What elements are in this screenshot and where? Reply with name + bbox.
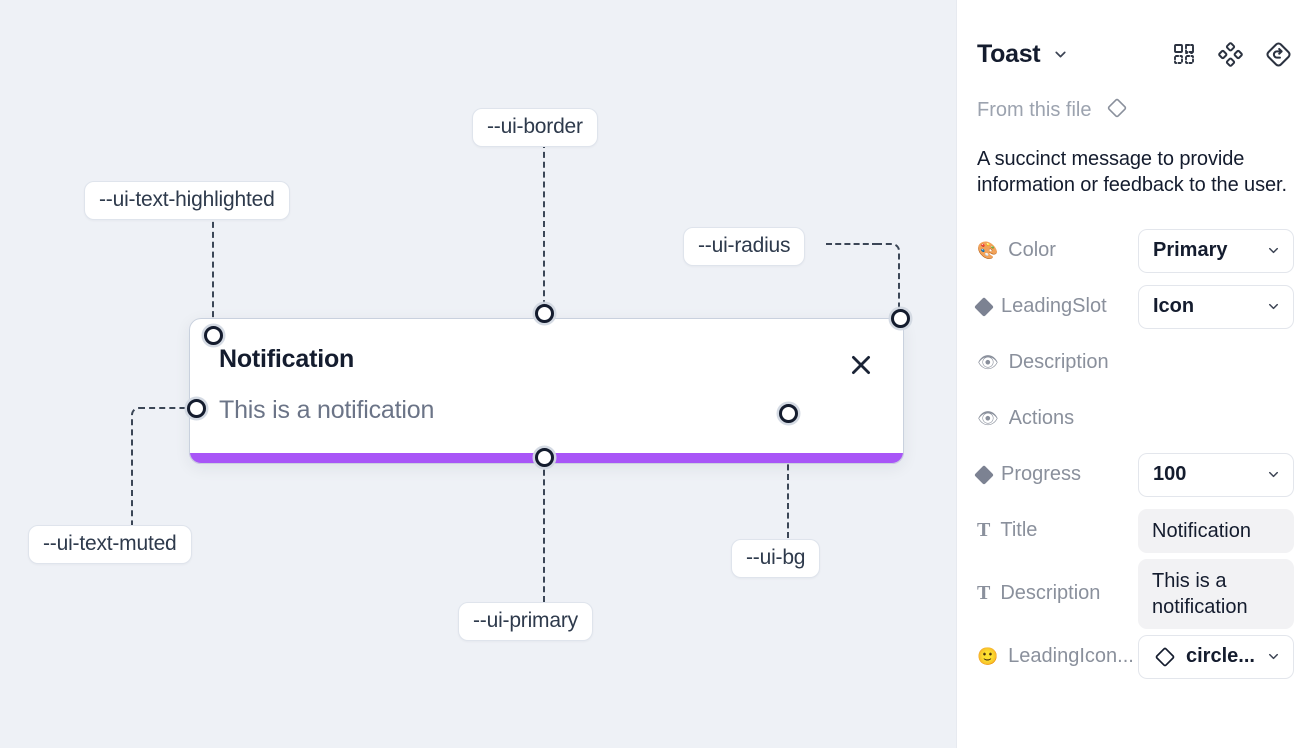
connector-ui-radius-horizontal xyxy=(826,243,878,245)
property-label-text: LeadingSlot xyxy=(1001,295,1107,318)
property-control-color: Primary xyxy=(1138,228,1294,273)
design-canvas[interactable]: --ui-text-highlighted --ui-border --ui-r… xyxy=(0,0,956,748)
property-label-text: Description xyxy=(1000,582,1101,605)
chevron-down-icon xyxy=(1266,243,1281,258)
property-control-leadingslot: Icon xyxy=(1138,284,1294,329)
handle-top-center[interactable] xyxy=(535,304,554,323)
panel-header: Toast xyxy=(957,28,1312,80)
component-description: A succinct message to provide informatio… xyxy=(977,148,1287,197)
property-control-description-text: This is a notification xyxy=(1138,558,1294,629)
token-pill-ui-primary[interactable]: --ui-primary xyxy=(458,602,593,641)
chevron-down-icon[interactable] xyxy=(1052,46,1069,63)
token-pill-ui-radius[interactable]: --ui-radius xyxy=(683,227,806,266)
leadingslot-select-value: Icon xyxy=(1153,295,1195,318)
color-select-value: Primary xyxy=(1153,239,1228,262)
component-grid-icon[interactable] xyxy=(1172,42,1196,66)
property-control-progress: 100 xyxy=(1138,452,1294,497)
eye-emoji: 👁 xyxy=(977,409,999,429)
handle-right-inner[interactable] xyxy=(779,404,798,423)
property-row-leadingicon: 🙂 LeadingIcon... circle... xyxy=(957,629,1312,685)
progress-select-value: 100 xyxy=(1153,463,1187,486)
progress-select[interactable]: 100 xyxy=(1138,452,1294,497)
from-this-file-label: From this file xyxy=(977,98,1092,121)
leadingicon-select-value: circle... xyxy=(1186,645,1255,668)
property-control-title: Notification xyxy=(1138,508,1294,553)
panel-title: Toast xyxy=(977,39,1041,68)
property-control-leadingicon: circle... xyxy=(1138,634,1294,679)
handle-bottom-center[interactable] xyxy=(535,448,554,467)
diamond-component-icon xyxy=(1153,645,1177,669)
connector-ui-border xyxy=(543,142,545,316)
properties-panel: Toast xyxy=(956,0,1312,748)
reset-instance-icon[interactable] xyxy=(1265,41,1292,68)
connector-ui-radius-elbow xyxy=(876,243,900,321)
property-label-title: T Title xyxy=(977,519,1138,542)
diamond-icon xyxy=(974,464,994,485)
smiley-emoji: 🙂 xyxy=(977,647,999,667)
chevron-down-icon xyxy=(1266,467,1281,482)
property-label-color: 🎨 Color xyxy=(977,239,1138,262)
close-x-icon[interactable] xyxy=(846,350,876,380)
property-label-description: 👁 Description xyxy=(977,351,1138,374)
property-label-text: Title xyxy=(1000,519,1038,542)
property-row-description-toggle: 👁 Description xyxy=(957,335,1312,391)
panel-header-icons xyxy=(1172,41,1292,68)
property-label-description-text: T Description xyxy=(977,582,1138,605)
chevron-down-icon xyxy=(1266,649,1281,664)
toast-component[interactable]: Notification This is a notification xyxy=(189,318,904,464)
token-pill-ui-text-highlighted[interactable]: --ui-text-highlighted xyxy=(84,181,290,220)
token-pill-ui-text-muted[interactable]: --ui-text-muted xyxy=(28,525,192,564)
text-T-icon: T xyxy=(977,519,991,542)
handle-left-middle[interactable] xyxy=(187,399,206,418)
token-pill-ui-border[interactable]: --ui-border xyxy=(472,108,598,147)
property-label-text: Description xyxy=(1008,351,1109,374)
chevron-down-icon xyxy=(1266,299,1281,314)
connector-ui-text-highlighted xyxy=(212,212,214,337)
color-select[interactable]: Primary xyxy=(1138,228,1294,273)
property-label-text: Color xyxy=(1008,239,1056,262)
leadingicon-select[interactable]: circle... xyxy=(1138,634,1294,679)
toast-title: Notification xyxy=(219,345,355,373)
description-input[interactable]: This is a notification xyxy=(1138,558,1294,629)
handle-top-left[interactable] xyxy=(204,326,223,345)
property-row-actions-toggle: 👁 Actions xyxy=(957,391,1312,447)
connector-ui-bg xyxy=(787,416,789,538)
property-label-progress: Progress xyxy=(974,463,1138,486)
from-this-file-row: From this file xyxy=(957,96,1312,124)
property-label-leadingicon: 🙂 LeadingIcon... xyxy=(977,645,1138,668)
property-row-color: 🎨 Color Primary xyxy=(957,223,1312,279)
property-label-actions: 👁 Actions xyxy=(977,407,1138,430)
toast-description: This is a notification xyxy=(219,396,435,424)
text-T-icon: T xyxy=(977,582,991,605)
title-input[interactable]: Notification xyxy=(1138,508,1294,553)
property-row-description-text: T Description This is a notification xyxy=(957,558,1312,629)
property-row-leadingslot: LeadingSlot Icon xyxy=(957,279,1312,335)
leadingslot-select[interactable]: Icon xyxy=(1138,284,1294,329)
eye-emoji: 👁 xyxy=(977,353,999,373)
diamond-icon xyxy=(974,296,994,317)
token-pill-ui-bg[interactable]: --ui-bg xyxy=(731,539,821,578)
palette-emoji: 🎨 xyxy=(977,241,999,261)
diamond-component-icon[interactable] xyxy=(1105,96,1129,125)
property-label-text: Progress xyxy=(1001,463,1082,486)
handle-top-right[interactable] xyxy=(891,309,910,328)
property-label-text: LeadingIcon... xyxy=(1008,645,1134,668)
component-set-icon[interactable] xyxy=(1218,41,1243,67)
property-label-text: Actions xyxy=(1008,407,1075,430)
property-list: 🎨 Color Primary LeadingSlot xyxy=(957,223,1312,685)
property-row-progress: Progress 100 xyxy=(957,447,1312,503)
property-row-title: T Title Notification xyxy=(957,503,1312,559)
connector-ui-primary xyxy=(543,460,545,602)
property-label-leadingslot: LeadingSlot xyxy=(974,295,1138,318)
connector-ui-text-muted-elbow xyxy=(131,407,197,527)
